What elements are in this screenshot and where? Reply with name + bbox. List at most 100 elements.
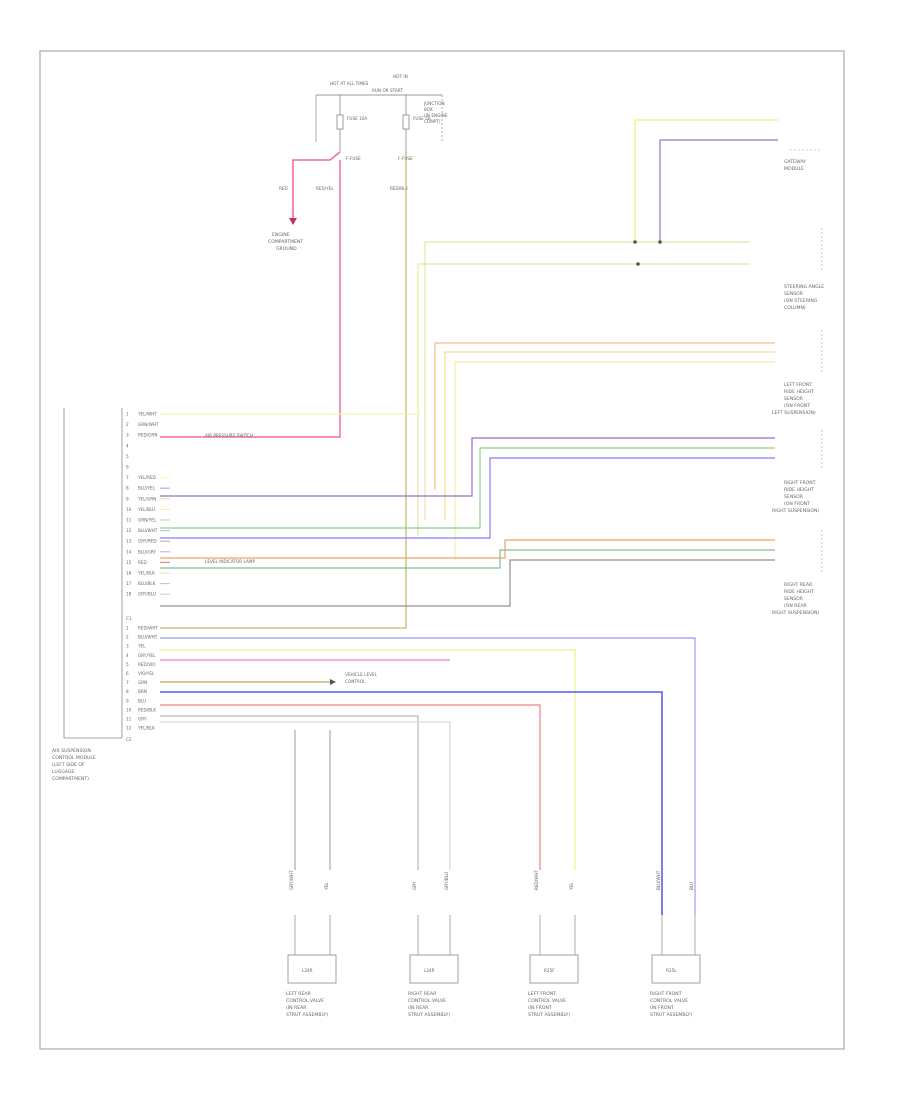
ground-label-1: ENGINE bbox=[272, 232, 290, 238]
module-pin-c1: 12 bbox=[126, 528, 132, 533]
wire-right-label: RED/BLK bbox=[390, 186, 408, 191]
valve-box bbox=[529, 954, 579, 984]
module-conn-top: C1 bbox=[126, 616, 132, 621]
module-wire-color-c2: YEL bbox=[137, 644, 146, 649]
module-pin-c1: 1 bbox=[126, 412, 129, 417]
module-wire-color-c1: BLU/BLK bbox=[138, 581, 156, 586]
module-wire-color-c2: BLU bbox=[138, 698, 146, 703]
module-wire-color-c2: GRY/YEL bbox=[138, 653, 156, 658]
module-wire-color-c2: YEL/BLK bbox=[137, 726, 155, 731]
module-pin-c1: 16 bbox=[126, 571, 132, 576]
valve-label: CONTROL VALVE bbox=[408, 998, 446, 1004]
valve-code: R25L bbox=[666, 968, 677, 973]
valve-box bbox=[409, 954, 459, 984]
valve-label: CONTROL VALVE bbox=[528, 998, 566, 1004]
module-wire-color-c2: RED/VIO bbox=[138, 662, 156, 667]
valve-box bbox=[287, 954, 337, 984]
valve-code: L24R bbox=[424, 968, 435, 973]
module-pin-c2: 8 bbox=[126, 689, 129, 694]
steering-label-2: SENSOR bbox=[784, 291, 804, 297]
valve-wire-label: YEL bbox=[324, 882, 329, 891]
vehicle-level-label-2: CONTROL bbox=[345, 679, 366, 684]
fuse-left-icon bbox=[336, 114, 344, 130]
steering-label-1: STEERING ANGLE bbox=[784, 284, 824, 290]
module-wire-color-c1: RED bbox=[138, 560, 147, 565]
steering-label-4: COLUMN) bbox=[784, 305, 806, 311]
module-label-5: COMPARTMENT) bbox=[52, 776, 89, 782]
valve-wires bbox=[160, 637, 696, 915]
module-pin-c1: 6 bbox=[126, 465, 129, 470]
valve-label: (IN FRONT bbox=[528, 1005, 552, 1011]
module-wire-color-c2: BLU/WHT bbox=[138, 635, 158, 640]
module-label-2: CONTROL MODULE bbox=[52, 755, 96, 761]
module-pin-c1: 14 bbox=[126, 549, 132, 554]
module-pin-c1: 7 bbox=[126, 475, 129, 480]
module-pin-c1: 15 bbox=[126, 560, 132, 565]
module-pin-c2: 5 bbox=[126, 662, 129, 667]
lf-sensor-label-3: SENSOR bbox=[784, 396, 804, 402]
module-pin-c2: 1 bbox=[126, 626, 129, 631]
air-pressure-switch-label: AIR PRESSURE SWITCH bbox=[205, 433, 253, 438]
module-pin-c1: 10 bbox=[126, 507, 132, 512]
junction-label-1: JUNCTION bbox=[423, 101, 445, 106]
valve-label: LEFT FRONT bbox=[528, 991, 556, 997]
module-pin-c2: 12 bbox=[126, 726, 132, 731]
valve-wire-label: GRY/WHT bbox=[289, 870, 294, 890]
module-wire-color-c1: GRN/WHT bbox=[138, 422, 159, 427]
module-pin-c1: 3 bbox=[126, 433, 129, 438]
valve-wire-label: RED/WHT bbox=[534, 870, 539, 890]
module-pin-c2: 4 bbox=[126, 653, 129, 658]
valve-wire-label: YEL bbox=[569, 882, 574, 891]
rf-sensor-label-1: RIGHT FRONT bbox=[784, 480, 816, 486]
module-wire-color-c2: RED/BLK bbox=[138, 707, 156, 712]
valve-wire-label: GRY bbox=[412, 881, 417, 890]
ground-icon bbox=[289, 218, 297, 225]
module-wire-color-c1: YEL/RED bbox=[137, 475, 156, 480]
control-module: C1 C2 AIR SUSPENSION CONTROL MODULE (LEF… bbox=[52, 408, 378, 782]
rf-sensor-label-4: (ON FRONT bbox=[784, 501, 810, 507]
module-wire-color-c2: RED/WHT bbox=[138, 626, 158, 631]
gateway-label-1: GATEWAY bbox=[784, 159, 806, 165]
valve-label: LEFT REAR bbox=[286, 991, 312, 997]
rf-sensor-label-5: RIGHT SUSPENSION) bbox=[772, 508, 819, 514]
module-pin-c1: 5 bbox=[126, 454, 129, 459]
valve-label: STRUT ASSEMBLY) bbox=[286, 1012, 328, 1018]
valve-wire-label: BLU/WHT bbox=[656, 870, 661, 890]
lf-sensor-label-1: LEFT FRONT bbox=[784, 382, 812, 388]
module-pin-c1: 8 bbox=[126, 486, 129, 491]
module-wire-color-c1: GRY/RED bbox=[138, 539, 157, 544]
hot-in-run-label-1: HOT IN bbox=[393, 74, 408, 79]
valve-label: RIGHT REAR bbox=[408, 991, 437, 997]
module-pin-c1: 2 bbox=[126, 422, 129, 427]
module-wire-color-c1: GRN/YEL bbox=[138, 518, 157, 523]
module-pin-c2: 3 bbox=[126, 644, 129, 649]
rr-sensor-label-1: RIGHT REAR bbox=[784, 582, 813, 588]
ground-label-3: GROUND bbox=[276, 246, 297, 252]
vehicle-level-label-1: VEHICLE LEVEL bbox=[345, 672, 378, 677]
right-components: GATEWAY MODULE STEERING ANGLE SENSOR (ON… bbox=[160, 119, 824, 616]
junction-label-2: BOX bbox=[424, 107, 433, 112]
module-wire-color-c1: YEL/BLK bbox=[137, 571, 155, 576]
module-wire-color-c2: GRN bbox=[138, 680, 147, 685]
module-conn-bot: C2 bbox=[126, 737, 132, 742]
valve-label: (IN REAR bbox=[286, 1005, 307, 1011]
valve-wire-label: GRY/BLU bbox=[444, 872, 449, 890]
fuse-right-label: FUSE 5A bbox=[413, 116, 431, 121]
valve-label: (IN REAR bbox=[408, 1005, 429, 1011]
module-wire-color-c1: YEL/BLU bbox=[137, 507, 155, 512]
fuse-left-block: F-FUSE bbox=[346, 156, 361, 161]
valve-label: RIGHT FRONT bbox=[650, 991, 682, 997]
valve-label: (IN FRONT bbox=[650, 1005, 674, 1011]
module-pin-c1: 11 bbox=[126, 518, 132, 523]
module-pin-c1: 9 bbox=[126, 496, 129, 501]
hot-at-all-times-label: HOT AT ALL TIMES bbox=[330, 81, 369, 86]
module-wire-color-c1: GRY/BLU bbox=[138, 592, 156, 597]
rf-sensor-label-2: RIDE HEIGHT bbox=[784, 487, 814, 493]
module-pin-c2: 2 bbox=[126, 635, 129, 640]
gateway-label-2: MODULE bbox=[784, 166, 804, 172]
module-pin-c1: 13 bbox=[126, 539, 132, 544]
module-wire-color-c1: BLU/WHT bbox=[138, 528, 158, 533]
